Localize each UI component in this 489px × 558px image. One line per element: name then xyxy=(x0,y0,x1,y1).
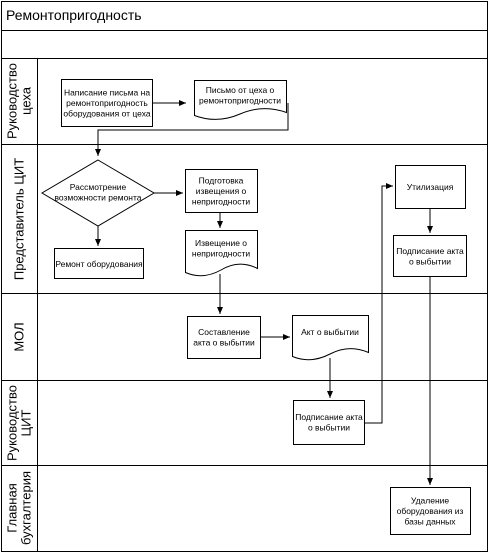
connectors xyxy=(95,100,433,485)
node-sign-act-cit xyxy=(293,400,365,445)
label-repair-equipment: Ремонт оборудования xyxy=(55,259,143,269)
node-consider-repair xyxy=(41,159,155,227)
lane-cit-management-label: РуководствоЦИТ xyxy=(5,385,34,461)
node-prepare-notice xyxy=(185,169,258,213)
diagram-title: Ремонтопригодность xyxy=(6,7,142,23)
node-notice-doc xyxy=(185,230,258,277)
label-disposal: Утилизация xyxy=(407,182,454,192)
node-remove-from-db xyxy=(390,487,471,535)
node-sign-act-rep xyxy=(393,235,467,277)
connector xyxy=(364,183,393,424)
lane-cit-representative-label: Представитель ЦИТ xyxy=(12,158,27,280)
node-repair-equipment xyxy=(54,248,144,279)
connector xyxy=(95,103,289,156)
node-draw-up-act xyxy=(187,316,261,359)
document-nodes xyxy=(185,80,369,361)
node-write-letter xyxy=(61,79,153,127)
lane-shop-management-label: Руководствоцеха xyxy=(5,63,34,139)
lane-mol-label: МОЛ xyxy=(12,322,27,351)
node-disposal xyxy=(395,165,466,209)
node-letter-doc xyxy=(194,80,287,120)
process-nodes xyxy=(54,79,471,535)
node-act-doc xyxy=(292,315,369,361)
label-act-doc: Акт о выбытии xyxy=(301,327,359,337)
lane-chief-accounting-label: Главнаябухгалтерия xyxy=(5,471,34,545)
